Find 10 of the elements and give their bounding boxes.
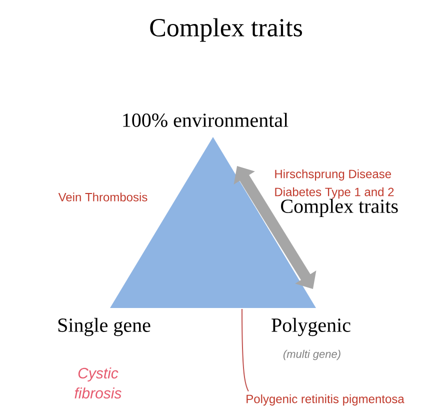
disease-label: Hirschsprung Disease	[275, 169, 391, 181]
handwritten-note: Cystic fibrosis	[74, 367, 122, 398]
vertex-label: Polygenic	[272, 318, 350, 336]
disease-label: Diabetes Type 1 and 2	[275, 187, 394, 199]
handwritten-note: (multi gene)	[283, 350, 340, 360]
disease-label: Polygenic retinitis pigmentosa	[246, 394, 404, 406]
title: Complex traits	[150, 18, 302, 42]
trait-label: Complex traits	[281, 198, 398, 218]
disease-label: Vein Thrombosis	[58, 192, 148, 202]
vertex-label: Single gene	[58, 318, 150, 336]
